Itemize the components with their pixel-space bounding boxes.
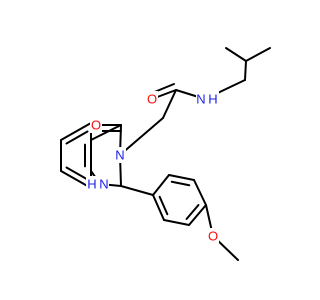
- atom-oxygen-amide-label: O: [147, 92, 157, 107]
- bond-c4-c4a: [90, 124, 122, 141]
- atom-nitrogen-ring-label: N: [115, 148, 124, 163]
- atom-oxygen-ketone: O: [90, 117, 102, 133]
- bond-phenyl-5-6: [163, 219, 190, 226]
- bond-phenyl-2-3: [168, 174, 195, 181]
- bond-phenyl-4-5-inner: [185, 204, 200, 220]
- bond-isopropyl-ch2: [244, 60, 247, 81]
- atom-nitrogen-ring: N: [114, 147, 126, 163]
- bond-c5-c6: [60, 122, 92, 141]
- atom-nitrogen-ring-nh: H N: [86, 176, 109, 192]
- bond-c7-c8-inner: [65, 166, 89, 181]
- atom-oxygen-amide: O: [146, 91, 158, 107]
- atom-label-layer: O N H O N H N O: [86, 91, 219, 244]
- bond-carbonyl-ch2: [162, 89, 177, 119]
- atom-nitrogen-amide: N H: [196, 91, 219, 107]
- atom-oxygen-ketone-label: O: [91, 118, 101, 133]
- atom-nitrogen-amide-label: N: [196, 92, 205, 107]
- atom-nitrogen-ring-nh-label: N: [99, 177, 108, 192]
- bond-phenyl-4-5: [188, 204, 207, 226]
- atom-oxygen-methoxy-label: O: [208, 229, 218, 244]
- bond-layer: [60, 47, 271, 261]
- bond-isopropyl-methyl-2: [245, 47, 271, 62]
- bond-phenyl-6-1-inner: [158, 195, 169, 216]
- bond-ch2-n3: [119, 117, 164, 156]
- bond-c5-c6-inner: [65, 130, 89, 145]
- bond-isopropyl-methyl-1: [225, 47, 247, 62]
- bond-phenyl-3-4: [193, 179, 207, 206]
- bond-c2-phenyl: [120, 185, 154, 196]
- atom-nitrogen-amide-hydrogen: H: [208, 92, 217, 107]
- bond-phenyl-2-3-inner: [170, 180, 191, 187]
- atom-oxygen-methoxy: O: [207, 228, 219, 244]
- bond-phenyl-1-2: [152, 174, 170, 196]
- bond-phenyl-6-1: [152, 194, 165, 221]
- atom-nitrogen-ring-nh-hydrogen: H: [87, 177, 96, 192]
- molecule-structure: O N H O N H N O: [60, 47, 271, 261]
